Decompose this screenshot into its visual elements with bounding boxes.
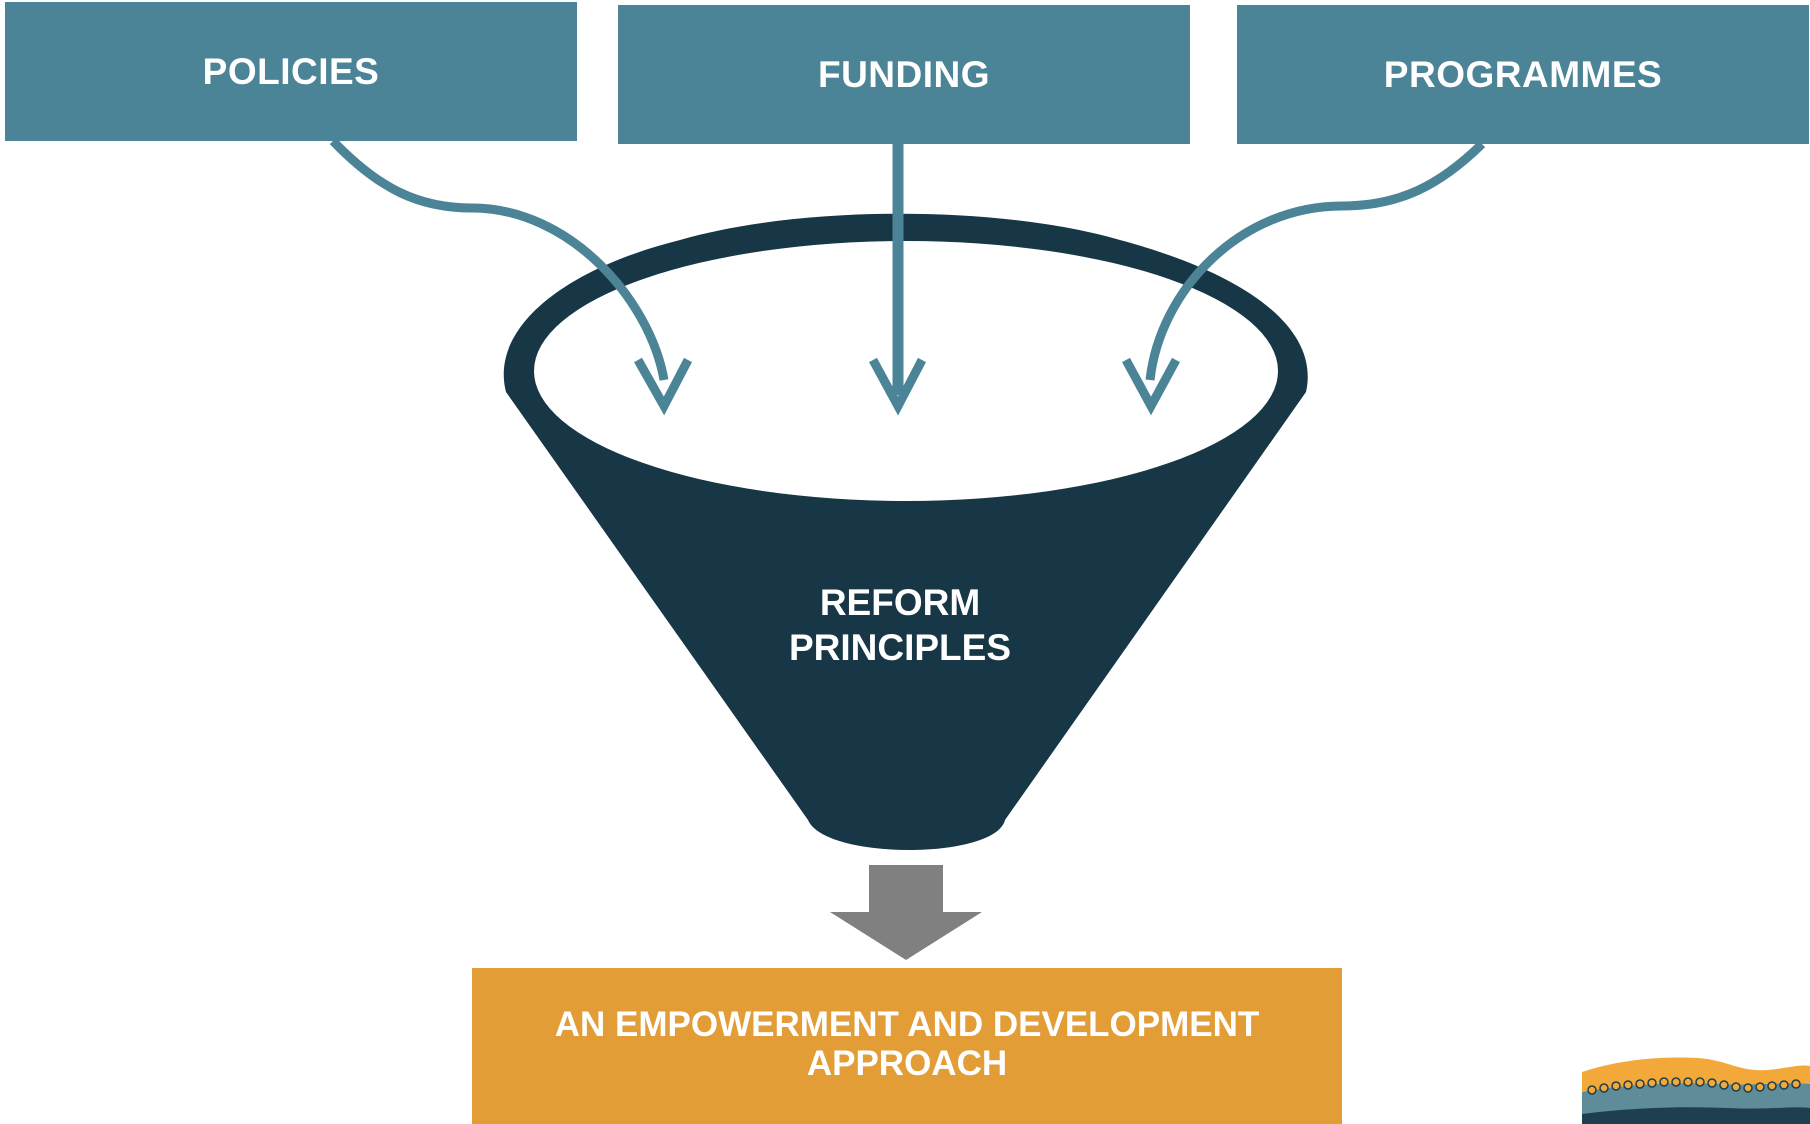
funding-arrowhead	[869, 357, 926, 416]
funding-box: FUNDING	[618, 5, 1190, 144]
policies-label: POLICIES	[202, 50, 380, 92]
programmes-arrow	[1145, 140, 1486, 381]
policies-arrow	[329, 137, 669, 381]
policies-box: POLICIES	[5, 2, 577, 141]
outcome-box: AN EMPOWERMENT AND DEVELOPMENT APPROACH	[472, 968, 1342, 1124]
funnel-label: REFORM PRINCIPLES	[700, 580, 1100, 670]
funnel-label-line1: REFORM	[819, 582, 981, 623]
funnel-label-line2: PRINCIPLES	[788, 627, 1012, 668]
outcome-label-line1: AN EMPOWERMENT AND DEVELOPMENT	[554, 1005, 1260, 1044]
funnel-opening	[534, 241, 1278, 501]
policies-arrowhead	[634, 357, 692, 416]
output-arrow	[830, 865, 982, 960]
programmes-label: PROGRAMMES	[1383, 53, 1663, 95]
programmes-box: PROGRAMMES	[1237, 5, 1809, 144]
outcome-label-line2: APPROACH	[806, 1044, 1008, 1083]
funding-label: FUNDING	[817, 53, 991, 95]
programmes-arrowhead	[1122, 357, 1180, 416]
decorative-logo	[1582, 1057, 1810, 1124]
